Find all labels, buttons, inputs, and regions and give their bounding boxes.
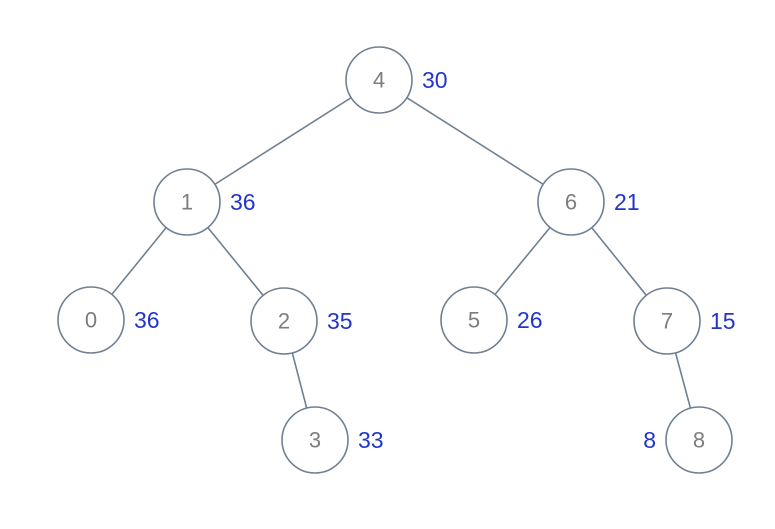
node-value: 0	[85, 308, 97, 333]
node-circle	[345, 46, 413, 114]
node-value: 3	[309, 428, 321, 453]
tree-edge	[186, 79, 380, 203]
node-value: 5	[468, 308, 480, 333]
node-value: 1	[181, 190, 193, 215]
node-label: 8	[643, 427, 656, 453]
node-label: 30	[422, 67, 448, 93]
tree-node: 6 21	[537, 168, 640, 236]
tree-node: 5 26	[440, 286, 543, 354]
tree-node: 2 35	[250, 287, 353, 355]
node-label: 33	[358, 427, 384, 453]
node-circle	[440, 286, 508, 354]
node-circle	[57, 286, 125, 354]
node-circle	[537, 168, 605, 236]
tree-node: 7 15	[633, 287, 736, 355]
node-circle	[633, 287, 701, 355]
node-label: 36	[230, 189, 256, 215]
tree-edge	[378, 79, 572, 203]
node-label: 35	[327, 308, 353, 334]
node-circle	[250, 287, 318, 355]
node-value: 6	[565, 190, 577, 215]
tree-node: 88	[643, 406, 733, 474]
tree-node: 0 36	[57, 286, 160, 354]
tree-node: 1 36	[153, 168, 256, 236]
node-label: 21	[614, 189, 640, 215]
node-value: 2	[278, 309, 290, 334]
node-circle	[153, 168, 221, 236]
node-label: 15	[710, 308, 736, 334]
node-value: 7	[661, 309, 673, 334]
node-label: 36	[134, 307, 160, 333]
tree-node: 4 30	[345, 46, 448, 114]
edges-layer	[90, 79, 700, 441]
node-value: 8	[693, 428, 705, 453]
node-circle	[665, 406, 733, 474]
node-value: 4	[373, 68, 385, 93]
node-circle	[281, 406, 349, 474]
node-label: 26	[517, 307, 543, 333]
